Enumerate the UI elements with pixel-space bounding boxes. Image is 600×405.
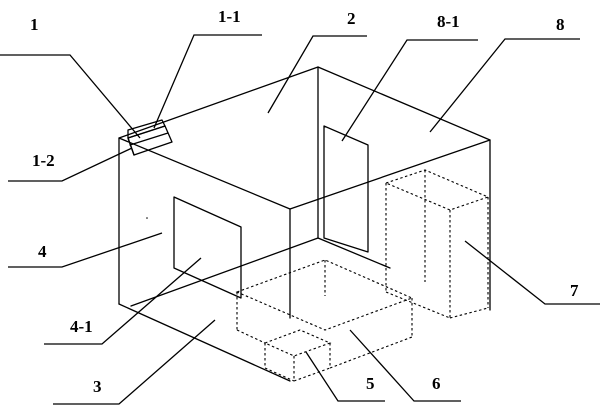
outer-box: [118, 66, 491, 382]
labels: 1 1-1 1-2 2 3 4 4-1 5 6 7 8 8-1: [30, 7, 579, 396]
stray-dot: [146, 217, 148, 219]
leader-4: [8, 232, 163, 268]
dashed-box-7: [384, 169, 490, 319]
floor-line-right: [317, 237, 391, 269]
label-7: 7: [570, 281, 579, 300]
label-4-1: 4-1: [70, 317, 93, 336]
leader-8-1: [341, 39, 478, 142]
label-2: 2: [347, 9, 356, 28]
leader-3: [53, 319, 216, 405]
label-8-1: 8-1: [437, 12, 460, 31]
inlet-top: [127, 119, 166, 139]
label-5: 5: [366, 374, 375, 393]
floor-line-left: [130, 237, 319, 307]
leader-1-2: [8, 147, 133, 182]
dashed-box-6: [235, 259, 414, 369]
leader-lines: [0, 34, 600, 405]
label-8: 8: [556, 15, 565, 34]
leader-5: [305, 351, 385, 402]
inlet-component: [127, 119, 173, 156]
leader-1-1: [153, 34, 262, 129]
label-1-1: 1-1: [218, 7, 241, 26]
label-1-2: 1-2: [32, 151, 55, 170]
leader-2: [267, 35, 367, 114]
label-6: 6: [432, 374, 441, 393]
leader-1: [0, 54, 141, 139]
box-top-face: [118, 66, 491, 210]
leader-4-1: [44, 257, 202, 345]
leader-8: [429, 38, 580, 133]
label-4: 4: [38, 242, 47, 261]
label-1: 1: [30, 15, 39, 34]
inlet-edge-1: [127, 137, 135, 156]
dashed-box-5: [263, 329, 332, 382]
leader-6: [349, 329, 461, 402]
door-panel: [173, 196, 242, 299]
side-panel: [323, 125, 369, 253]
leader-7: [464, 240, 600, 305]
label-3: 3: [93, 377, 102, 396]
box-bottom-left-edge: [118, 303, 291, 382]
inlet-edge-2: [129, 132, 169, 146]
